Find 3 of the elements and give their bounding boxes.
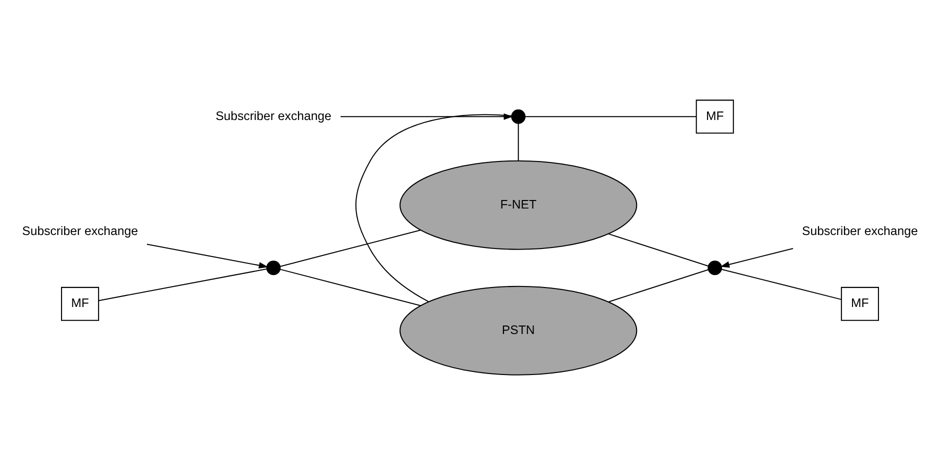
node-text: Subscriber exchange <box>22 224 138 238</box>
node-text: Subscriber exchange <box>216 108 332 122</box>
node-text: Subscriber exchange <box>802 224 918 238</box>
